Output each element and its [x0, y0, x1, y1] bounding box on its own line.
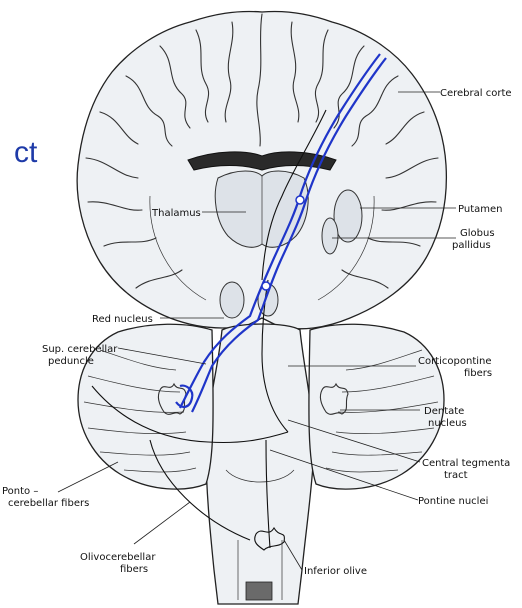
title-fragment: ct: [14, 136, 38, 169]
label-thalamus: Thalamus: [151, 208, 201, 219]
red-nucleus: [220, 282, 244, 318]
label-red-nucleus: Red nucleus: [92, 314, 153, 325]
label-dentate-2: nucleus: [428, 418, 467, 429]
spinal-cut: [246, 582, 272, 600]
label-olivocerebellar-2: fibers: [120, 564, 148, 575]
label-globus-1: Globus: [460, 228, 495, 239]
globus-pallidus: [322, 218, 338, 254]
label-inferior-olive: Inferior olive: [304, 566, 367, 577]
label-olivocerebellar-1: Olivocerebellar: [80, 552, 156, 563]
label-corticopontine-2: fibers: [464, 368, 492, 379]
label-central-tegmental-1: Central tegmenta: [422, 458, 510, 469]
label-pontine-nuclei: Pontine nuclei: [418, 496, 488, 507]
label-putamen: Putamen: [458, 204, 502, 215]
label-globus-2: pallidus: [452, 240, 491, 251]
label-corticopontine-1: Corticopontine: [418, 356, 492, 367]
label-pontocerebellar-2: cerebellar fibers: [8, 498, 89, 509]
label-central-tegmental-2: tract: [444, 470, 468, 481]
label-sup-cerebellar-1: Sup. cerebellar: [42, 344, 118, 355]
label-dentate-1: Dentate: [424, 406, 464, 417]
label-sup-cerebellar-2: peduncle: [48, 356, 94, 367]
label-pontocerebellar-1: Ponto –: [2, 486, 38, 497]
label-cerebral-cortex: Cerebral corte: [440, 88, 512, 99]
